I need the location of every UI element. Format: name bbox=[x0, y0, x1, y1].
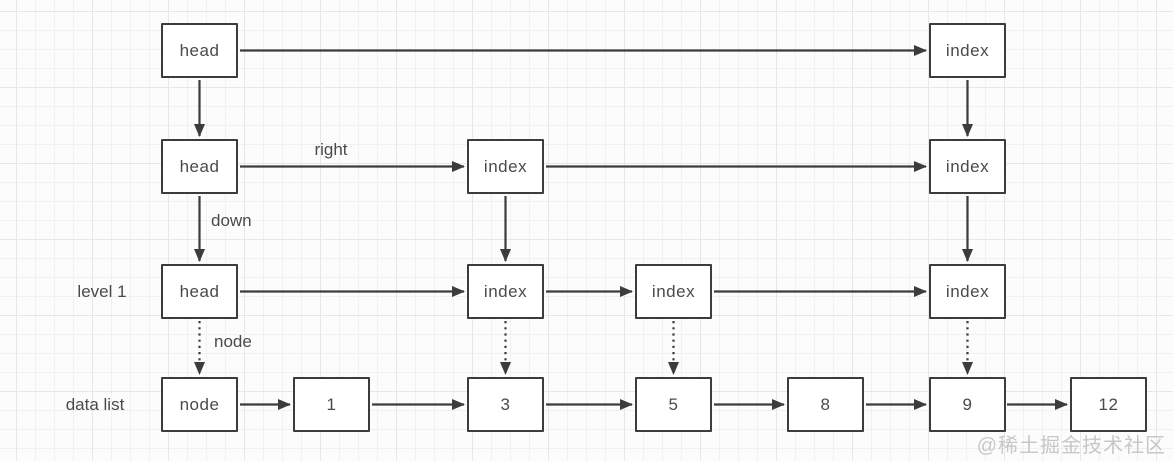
label-down: down bbox=[211, 211, 252, 230]
box-data-node: node bbox=[161, 377, 238, 432]
watermark: @稀土掘金技术社区 bbox=[976, 435, 1166, 457]
box-data-8: 8 bbox=[787, 377, 864, 432]
box-data-5: 5 bbox=[635, 377, 712, 432]
box-data-3: 3 bbox=[467, 377, 544, 432]
box-level1-index-2: index bbox=[635, 264, 712, 319]
box-data-9: 9 bbox=[929, 377, 1006, 432]
label-data-list: data list bbox=[65, 395, 125, 414]
box-data-12: 12 bbox=[1070, 377, 1147, 432]
box-level3-index: index bbox=[929, 23, 1006, 78]
box-level2-index-1: index bbox=[467, 139, 544, 194]
box-level2-head: head bbox=[161, 139, 238, 194]
label-node: node bbox=[214, 332, 252, 351]
label-level-1: level 1 bbox=[77, 282, 127, 301]
box-data-1: 1 bbox=[293, 377, 370, 432]
box-level1-index-3: index bbox=[929, 264, 1006, 319]
box-level1-head: head bbox=[161, 264, 238, 319]
box-level2-index-2: index bbox=[929, 139, 1006, 194]
label-right: right bbox=[314, 140, 348, 159]
box-level1-index-1: index bbox=[467, 264, 544, 319]
box-level3-head: head bbox=[161, 23, 238, 78]
